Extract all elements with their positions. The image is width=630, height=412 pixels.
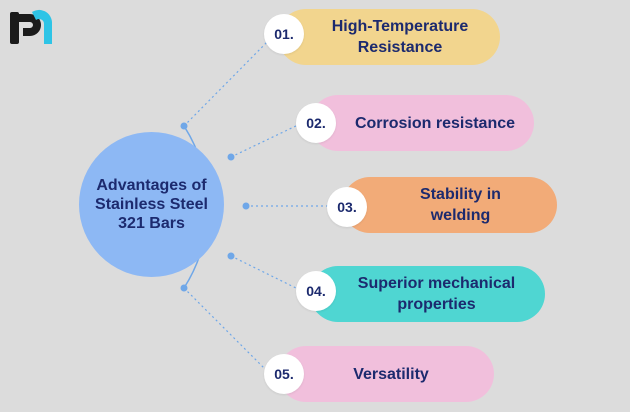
advantage-pill-02: Corrosion resistance [310,95,534,151]
advantage-pill-01: High-Temperature Resistance [278,9,500,65]
advantage-label-01: High-Temperature Resistance [331,18,469,56]
advantage-pill-03: Stability in welding [342,177,557,233]
connector-line-04 [230,255,301,291]
connector-dot-03 [242,202,250,210]
number-badge-02: 02. [296,103,336,143]
number-badge-05: 05. [264,354,304,394]
brand-logo-icon [10,9,52,44]
connector-dot-01 [180,122,188,130]
advantage-pill-05: Versatility [278,346,494,402]
center-circle: Advantages of Stainless Steel 321 Bars [79,132,224,277]
connector-line-02 [230,123,301,158]
advantage-label-05: Versatility [353,365,429,383]
center-title: Advantages of Stainless Steel 321 Bars [95,177,208,232]
connector-line-05 [183,287,269,373]
number-badge-04: 04. [296,271,336,311]
connector-dot-02 [227,153,235,161]
connector-dot-05 [180,284,188,292]
advantage-label-04: Superior mechanical properties [357,275,516,313]
number-badge-01: 01. [264,14,304,54]
advantage-label-03: Stability in welding [420,186,501,224]
connector-line-01 [183,33,276,127]
advantage-pill-04: Superior mechanical properties [310,266,545,322]
number-badge-03: 03. [327,187,367,227]
connector-dot-04 [227,252,235,260]
advantage-label-02: Corrosion resistance [354,114,516,132]
